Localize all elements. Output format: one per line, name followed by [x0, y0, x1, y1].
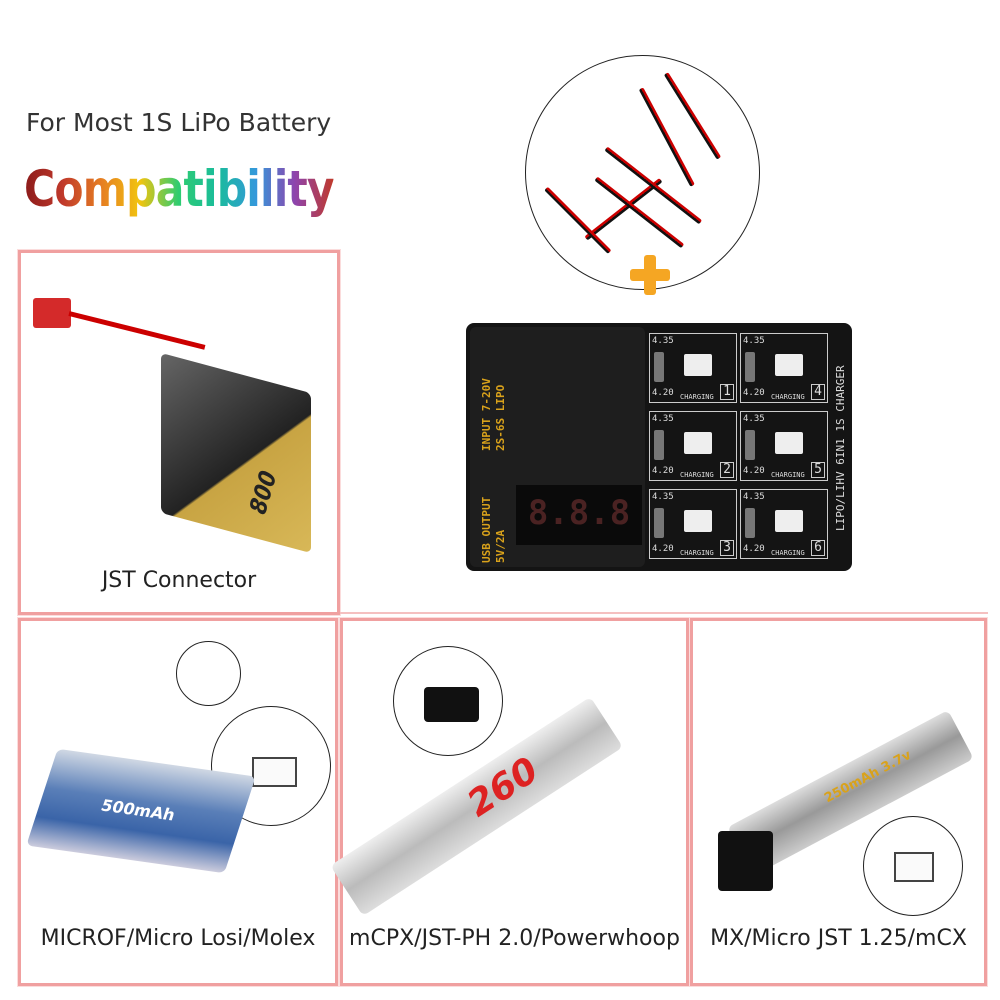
charging-label: CHARGING — [680, 549, 714, 557]
cables-image — [525, 55, 760, 290]
low-voltage-label: 4.20 — [743, 544, 765, 554]
slot-number: 2 — [720, 462, 734, 478]
high-voltage-label: 4.35 — [652, 492, 674, 502]
charging-slot-6: 4.35 4.20 CHARGING 6 — [740, 489, 828, 559]
panel-mx: 250mAh 3.7v MX/Micro JST 1.25/mCX — [690, 618, 987, 986]
low-voltage-label: 4.20 — [743, 466, 765, 476]
slot-number: 6 — [811, 540, 825, 556]
compatibility-title: Compatibility — [24, 160, 335, 218]
panel-ph2: 260 mCPX/JST-PH 2.0/Powerwhoop — [330, 618, 689, 986]
battery-connector — [775, 432, 803, 454]
low-voltage-label: 4.20 — [652, 544, 674, 554]
headline: For Most 1S LiPo Battery — [26, 108, 332, 137]
panel-jst: 800 JST Connector — [18, 250, 340, 615]
low-voltage-label: 4.20 — [652, 466, 674, 476]
connector-detail — [176, 641, 241, 706]
usb-output: USB OUTPUT — [480, 496, 493, 563]
connector-detail — [211, 706, 331, 826]
input-cells: 2S-6S LIPO — [494, 384, 507, 451]
battery-connector — [775, 510, 803, 532]
battery-image: 800 — [161, 352, 311, 554]
charging-slot-4: 4.35 4.20 CHARGING 4 — [740, 333, 828, 403]
connector-detail — [863, 816, 963, 916]
battery-capacity: 250mAh 3.7v — [822, 747, 914, 807]
panel-label: mCPX/JST-PH 2.0/Powerwhoop — [349, 926, 680, 951]
panel-label: JST Connector — [101, 568, 257, 593]
battery-capacity: 800 — [245, 465, 282, 521]
slot-number: 5 — [811, 462, 825, 478]
connector-housing — [718, 831, 773, 891]
battery-connector — [684, 432, 712, 454]
high-voltage-label: 4.35 — [652, 414, 674, 424]
high-voltage-label: 4.35 — [743, 336, 765, 346]
battery-capacity: 260 — [460, 749, 546, 826]
jst-plug — [33, 298, 71, 328]
low-voltage-label: 4.20 — [743, 388, 765, 398]
high-voltage-label: 4.35 — [743, 414, 765, 424]
charging-label: CHARGING — [680, 393, 714, 401]
voltage-display: 8.8.8 — [516, 485, 642, 545]
charging-slot-1: 4.35 4.20 CHARGING 1 — [649, 333, 737, 403]
cable — [584, 178, 663, 241]
plus-icon — [630, 255, 670, 295]
battery-connector — [775, 354, 803, 376]
panel-label: MX/Micro JST 1.25/mCX — [710, 926, 967, 951]
battery-connector — [684, 354, 712, 376]
charging-label: CHARGING — [771, 471, 805, 479]
panel-label: MICROF/Micro Losi/Molex — [40, 926, 316, 951]
charging-label: CHARGING — [771, 393, 805, 401]
wire — [68, 311, 206, 350]
voltage-switch[interactable] — [654, 352, 664, 382]
charging-slot-2: 4.35 4.20 CHARGING 2 — [649, 411, 737, 481]
slot-number: 4 — [811, 384, 825, 400]
voltage-switch[interactable] — [745, 508, 755, 538]
usb-spec: 5V/2A — [494, 529, 507, 563]
voltage-switch[interactable] — [745, 352, 755, 382]
voltage-switch[interactable] — [654, 430, 664, 460]
divider — [340, 612, 988, 614]
voltage-switch[interactable] — [745, 430, 755, 460]
charging-label: CHARGING — [680, 471, 714, 479]
voltage-switch[interactable] — [654, 508, 664, 538]
cable — [544, 186, 612, 254]
charger-side-label: LIPO/LIHV 6IN1 1S CHARGER — [834, 365, 847, 531]
panel-molex: 500mAh MICROF/Micro Losi/Molex — [18, 618, 338, 986]
high-voltage-label: 4.35 — [652, 336, 674, 346]
battery-capacity: 500mAh — [98, 795, 178, 825]
charging-slot-3: 4.35 4.20 CHARGING 3 — [649, 489, 737, 559]
slot-number: 1 — [720, 384, 734, 400]
connector-detail — [393, 646, 503, 756]
cable — [594, 176, 685, 249]
slot-number: 3 — [720, 540, 734, 556]
charging-slot-5: 4.35 4.20 CHARGING 5 — [740, 411, 828, 481]
low-voltage-label: 4.20 — [652, 388, 674, 398]
charging-label: CHARGING — [771, 549, 805, 557]
battery-connector — [684, 510, 712, 532]
high-voltage-label: 4.35 — [743, 492, 765, 502]
input-voltage: INPUT 7-20V — [480, 378, 493, 451]
